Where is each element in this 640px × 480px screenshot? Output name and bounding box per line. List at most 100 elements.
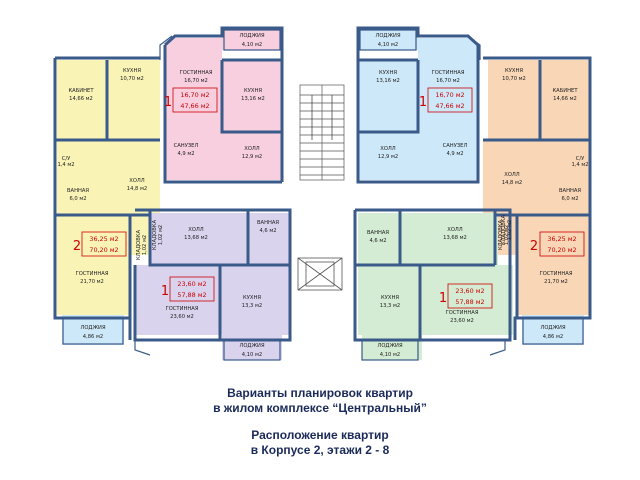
loggia-fill — [522, 315, 584, 345]
apartment-yellow — [57, 60, 160, 315]
room-area: 13,68 м2 — [184, 235, 208, 241]
room-area: 16,70 м2 — [436, 78, 460, 84]
room-name: ХОЛЛ — [380, 146, 396, 152]
loggia-area: 4,86 м2 — [83, 334, 103, 340]
room-name: КУХНЯ — [123, 68, 141, 74]
room-fill — [358, 213, 498, 265]
room-area: 6,0 м2 — [69, 196, 86, 202]
room-area: 13,16 м2 — [376, 78, 400, 84]
apartment-pink — [165, 28, 282, 180]
stairwell — [299, 84, 345, 181]
room-name: КЛАДОВКА — [498, 220, 504, 251]
room-name: ХОЛЛ — [504, 172, 520, 178]
floor-plan: ЛОДЖИЯ 4,10 м2 ЛОДЖИЯ 4,10 м2 ЛОДЖИЯ 4,8… — [53, 26, 592, 361]
area-box — [81, 231, 127, 257]
room-fill — [57, 140, 160, 215]
room-name: КЛАДОВКА — [501, 215, 507, 246]
apartment-blue-labels: КУХНЯ 13,16 м2 ГОСТИННАЯ 16,70 м2 ХОЛЛ 1… — [376, 70, 473, 160]
room-area: 4,9 м2 — [446, 151, 463, 157]
total-area: 57,88 м2 — [177, 291, 206, 299]
room-name: ВАННАЯ — [67, 188, 89, 194]
room-area: 23,60 м2 — [170, 314, 194, 320]
room-fill — [540, 60, 590, 140]
room-area: 12,9 м2 — [242, 154, 262, 160]
room-area: 13,3 м2 — [380, 303, 400, 309]
room-fill — [517, 215, 590, 315]
room-fill — [150, 213, 290, 265]
room-area: 21,70 м2 — [80, 279, 104, 285]
room-area: 23,60 м2 — [450, 318, 474, 324]
room-area: 13,16 м2 — [241, 96, 265, 102]
loggia-area: 4,86 м2 — [543, 334, 563, 340]
room-area: 14,66 м2 — [553, 96, 577, 102]
loggia-area: 4,10 м2 — [378, 42, 398, 48]
room-count: 2 — [530, 239, 538, 254]
room-name: КУХНЯ — [505, 68, 523, 74]
apartment-orange-labels: КУХНЯ 10,70 м2 КАБИНЕТ 14,66 м2 ХОЛЛ 14,… — [501, 68, 589, 285]
loggia-label: ЛОДЖИЯ — [375, 33, 401, 39]
total-area: 70,20 м2 — [89, 246, 118, 254]
room-name: ГОСТИННАЯ — [166, 306, 199, 312]
loggia-label: ЛОДЖИЯ — [239, 343, 265, 349]
room-fill — [57, 215, 130, 315]
room-name: С/У — [62, 156, 71, 162]
room-area: 12,9 м2 — [378, 154, 398, 160]
caption-line-2: в жилом комплексе “Центральный” — [213, 401, 427, 415]
living-area: 36,25 м2 — [547, 235, 576, 243]
room-fill — [135, 265, 290, 335]
area-box — [172, 87, 218, 113]
room-area: 1,02 м2 — [142, 235, 148, 255]
room-area: 13,3 м2 — [242, 303, 262, 309]
room-name: КУХНЯ — [243, 295, 261, 301]
caption-line-3: Расположение квартир — [251, 428, 389, 442]
room-fill — [488, 60, 540, 140]
room-area: 1,4 м2 — [571, 162, 588, 168]
room-count: 1 — [161, 284, 169, 299]
room-name: ГОСТИННАЯ — [432, 70, 465, 76]
room-name: КУХНЯ — [379, 70, 397, 76]
room-name: ВАННАЯ — [559, 188, 581, 194]
apartment-green-labels: ВАННАЯ 4,6 м2 ХОЛЛ 13,68 м2 КЛАДОВКА 1,0… — [367, 220, 510, 324]
loggia-label: ЛОДЖИЯ — [239, 33, 265, 39]
apartment-blue — [358, 28, 478, 180]
room-name: КУХНЯ — [381, 295, 399, 301]
room-name: САНУЗЕЛ — [443, 143, 468, 149]
apartment-yellow-labels: КАБИНЕТ 14,66 м2 КУХНЯ 10,70 м2 С/У 1,4 … — [57, 68, 148, 285]
loggia-area: 4,10 м2 — [242, 352, 262, 358]
room-area: 10,70 м2 — [120, 76, 144, 82]
room-area: 21,70 м2 — [544, 279, 568, 285]
room-fill — [358, 265, 513, 335]
room-name: КАБИНЕТ — [68, 88, 94, 94]
room-name: С/У — [576, 156, 585, 162]
room-count: 1 — [439, 291, 447, 306]
room-area: 1,4 м2 — [57, 162, 74, 168]
room-count: 1 — [419, 95, 427, 110]
room-area: 14,66 м2 — [69, 96, 93, 102]
room-fill — [130, 215, 150, 255]
loggia-label: ЛОДЖИЯ — [377, 343, 403, 349]
area-box — [539, 231, 585, 257]
room-name: САНУЗЕЛ — [174, 143, 199, 149]
room-fill — [165, 38, 222, 135]
room-name: ГОСТИННАЯ — [446, 310, 479, 316]
room-area: 4,6 м2 — [369, 238, 386, 244]
room-area: 13,68 м2 — [443, 235, 467, 241]
room-fill — [57, 60, 107, 140]
room-fill — [418, 38, 478, 135]
apartment-pink-labels: ГОСТИННАЯ 16,70 м2 КУХНЯ 13,16 м2 САНУЗЕ… — [164, 70, 265, 160]
room-name: КЛАДОВКА — [136, 230, 142, 261]
caption-line-4: в Корпусе 2, этажи 2 - 8 — [250, 443, 390, 457]
loggia-fill — [62, 315, 124, 345]
room-area: 4,9 м2 — [177, 151, 194, 157]
total-area: 47,66 м2 — [435, 102, 464, 110]
living-area: 16,70 м2 — [180, 91, 209, 99]
total-area: 47,66 м2 — [180, 102, 209, 110]
room-area: 1,02 м2 — [504, 225, 510, 245]
area-box — [169, 276, 215, 302]
room-area: 14,8 м2 — [127, 186, 147, 192]
total-area: 57,88 м2 — [455, 298, 484, 306]
room-name: ГОСТИННАЯ — [180, 70, 213, 76]
room-name: КУХНЯ — [244, 88, 262, 94]
loggia-fill — [358, 28, 418, 50]
living-area: 23,60 м2 — [177, 280, 206, 288]
